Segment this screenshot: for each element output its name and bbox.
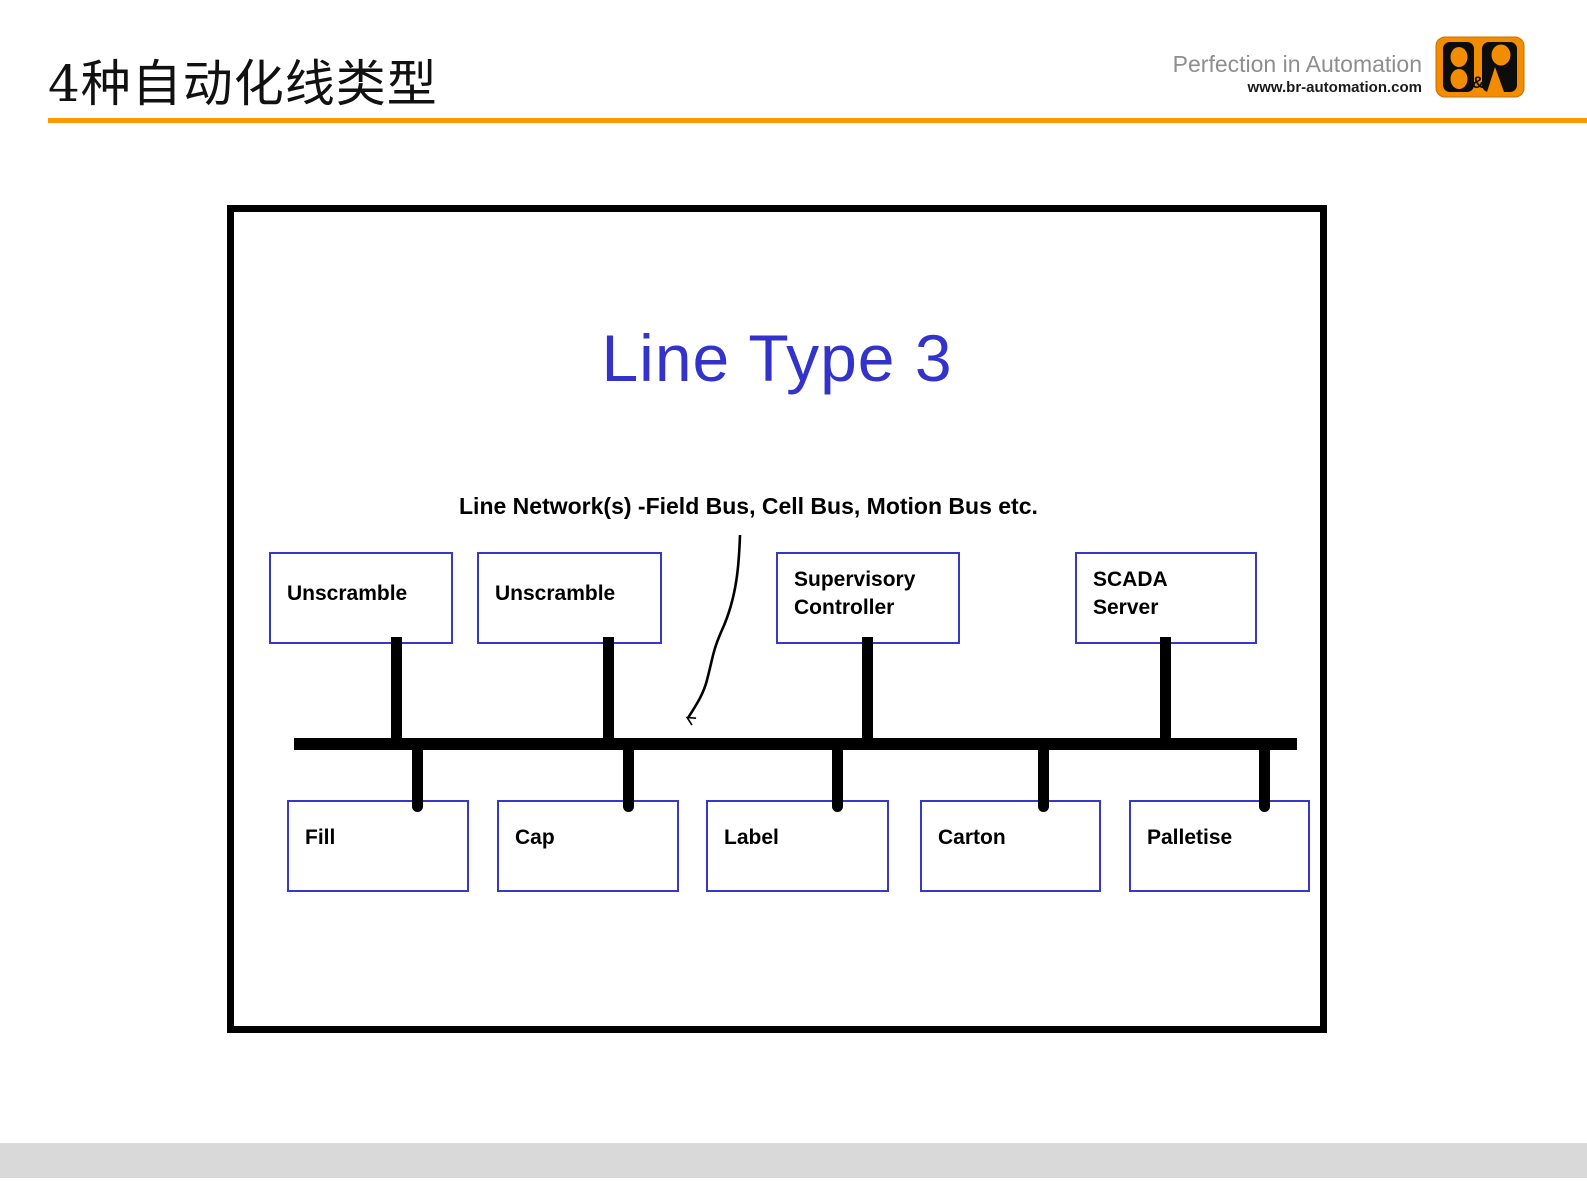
connector-cap [623, 738, 634, 812]
node-supervisory-controller: Supervisory Controller [776, 552, 960, 644]
node-unscramble-2: Unscramble [477, 552, 662, 644]
node-palletise: Palletise [1129, 800, 1310, 892]
brand-website: www.br-automation.com [1247, 79, 1422, 97]
network-bus-label: Line Network(s) -Field Bus, Cell Bus, Mo… [459, 493, 1038, 519]
node-label: Label [724, 825, 779, 849]
br-logo-icon: & [1435, 36, 1525, 98]
diagram-frame: Line Type 3 Line Network(s) -Field Bus, … [227, 205, 1327, 1033]
node-scada-server: SCADA Server [1075, 552, 1257, 644]
accent-divider [48, 118, 1587, 123]
node-label: Fill [305, 825, 336, 849]
node-label: Cap [515, 825, 555, 849]
connector-carton [1038, 738, 1049, 812]
connector-palletise [1259, 738, 1270, 812]
node-label: Unscramble [495, 581, 616, 605]
network-bus-line [294, 738, 1297, 750]
node-label: Palletise [1147, 825, 1233, 849]
node-label: Unscramble [287, 581, 408, 605]
connector-supervisory-controller [862, 637, 873, 750]
page-title: 4种自动化线类型 [48, 55, 438, 113]
footer-bar [0, 1143, 1587, 1178]
connector-unscramble-1 [391, 637, 402, 750]
node-fill: Fill [287, 800, 469, 892]
node-carton: Carton [920, 800, 1101, 892]
logo-ampersand: & [1472, 73, 1484, 92]
connector-label [832, 738, 843, 812]
node-unscramble-1: Unscramble [269, 552, 453, 644]
node-label: SCADA Server [1093, 567, 1168, 619]
diagram-title: Line Type 3 [601, 321, 953, 395]
node-label: Supervisory Controller [794, 567, 916, 619]
brand-block: Perfection in Automation www.br-automati… [1172, 51, 1422, 97]
connector-fill [412, 738, 423, 812]
node-label: Carton [938, 825, 1006, 849]
brand-tagline: Perfection in Automation [1172, 51, 1422, 77]
node-cap: Cap [497, 800, 679, 892]
node-carton-label: Label [706, 800, 889, 892]
connector-scada-server [1160, 637, 1171, 750]
connector-unscramble-2 [603, 637, 614, 750]
